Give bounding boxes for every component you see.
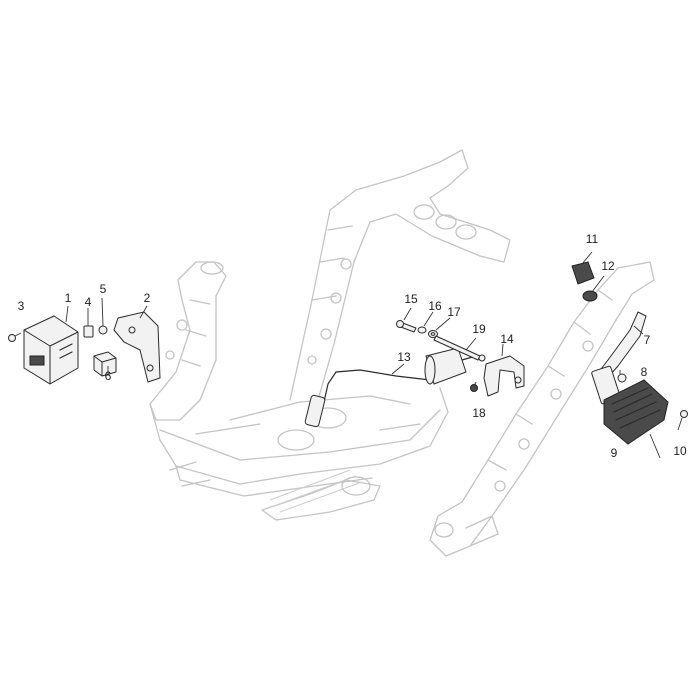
leader-lines xyxy=(65,251,661,459)
callout-4: 4 xyxy=(84,295,92,309)
callout-10: 10 xyxy=(673,444,687,458)
part-15-bolt xyxy=(396,320,417,333)
part-19-long-bolt xyxy=(433,335,486,362)
callout-5: 5 xyxy=(99,282,107,296)
part-9-voltage-regulator xyxy=(603,379,669,445)
callout-9: 9 xyxy=(610,446,618,460)
part-17-washer xyxy=(428,330,438,338)
callout-8: 8 xyxy=(640,365,648,379)
callout-14: 14 xyxy=(500,332,514,346)
part-6-relay xyxy=(93,351,117,377)
callout-17: 17 xyxy=(447,305,461,319)
part-5-nut xyxy=(98,325,108,335)
callout-11: 11 xyxy=(585,232,599,246)
part-7-bracket xyxy=(591,311,647,405)
part-10-screw xyxy=(677,410,688,431)
callout-19: 19 xyxy=(472,322,486,336)
part-1-control-unit xyxy=(23,315,79,385)
callout-7: 7 xyxy=(643,333,651,347)
part-11-rubber-cap xyxy=(571,261,595,285)
part-8-nut xyxy=(617,373,627,383)
part-2-bracket xyxy=(113,311,161,383)
callout-12: 12 xyxy=(601,259,615,273)
part-18-nut xyxy=(470,384,478,392)
callout-2: 2 xyxy=(143,291,151,305)
callout-15: 15 xyxy=(404,292,418,306)
callout-16: 16 xyxy=(428,299,442,313)
part-4-clip xyxy=(83,325,94,338)
part-13-ignition-coil xyxy=(304,347,477,428)
part-16-washer xyxy=(417,326,427,334)
callout-1: 1 xyxy=(64,291,72,305)
callout-13: 13 xyxy=(397,350,411,364)
part-3-screw xyxy=(8,332,22,342)
part-12-spacer xyxy=(582,290,598,302)
callout-18: 18 xyxy=(472,406,486,420)
callout-6: 6 xyxy=(104,369,112,383)
callout-3: 3 xyxy=(17,299,25,313)
part-14-coil-bracket xyxy=(483,355,525,397)
